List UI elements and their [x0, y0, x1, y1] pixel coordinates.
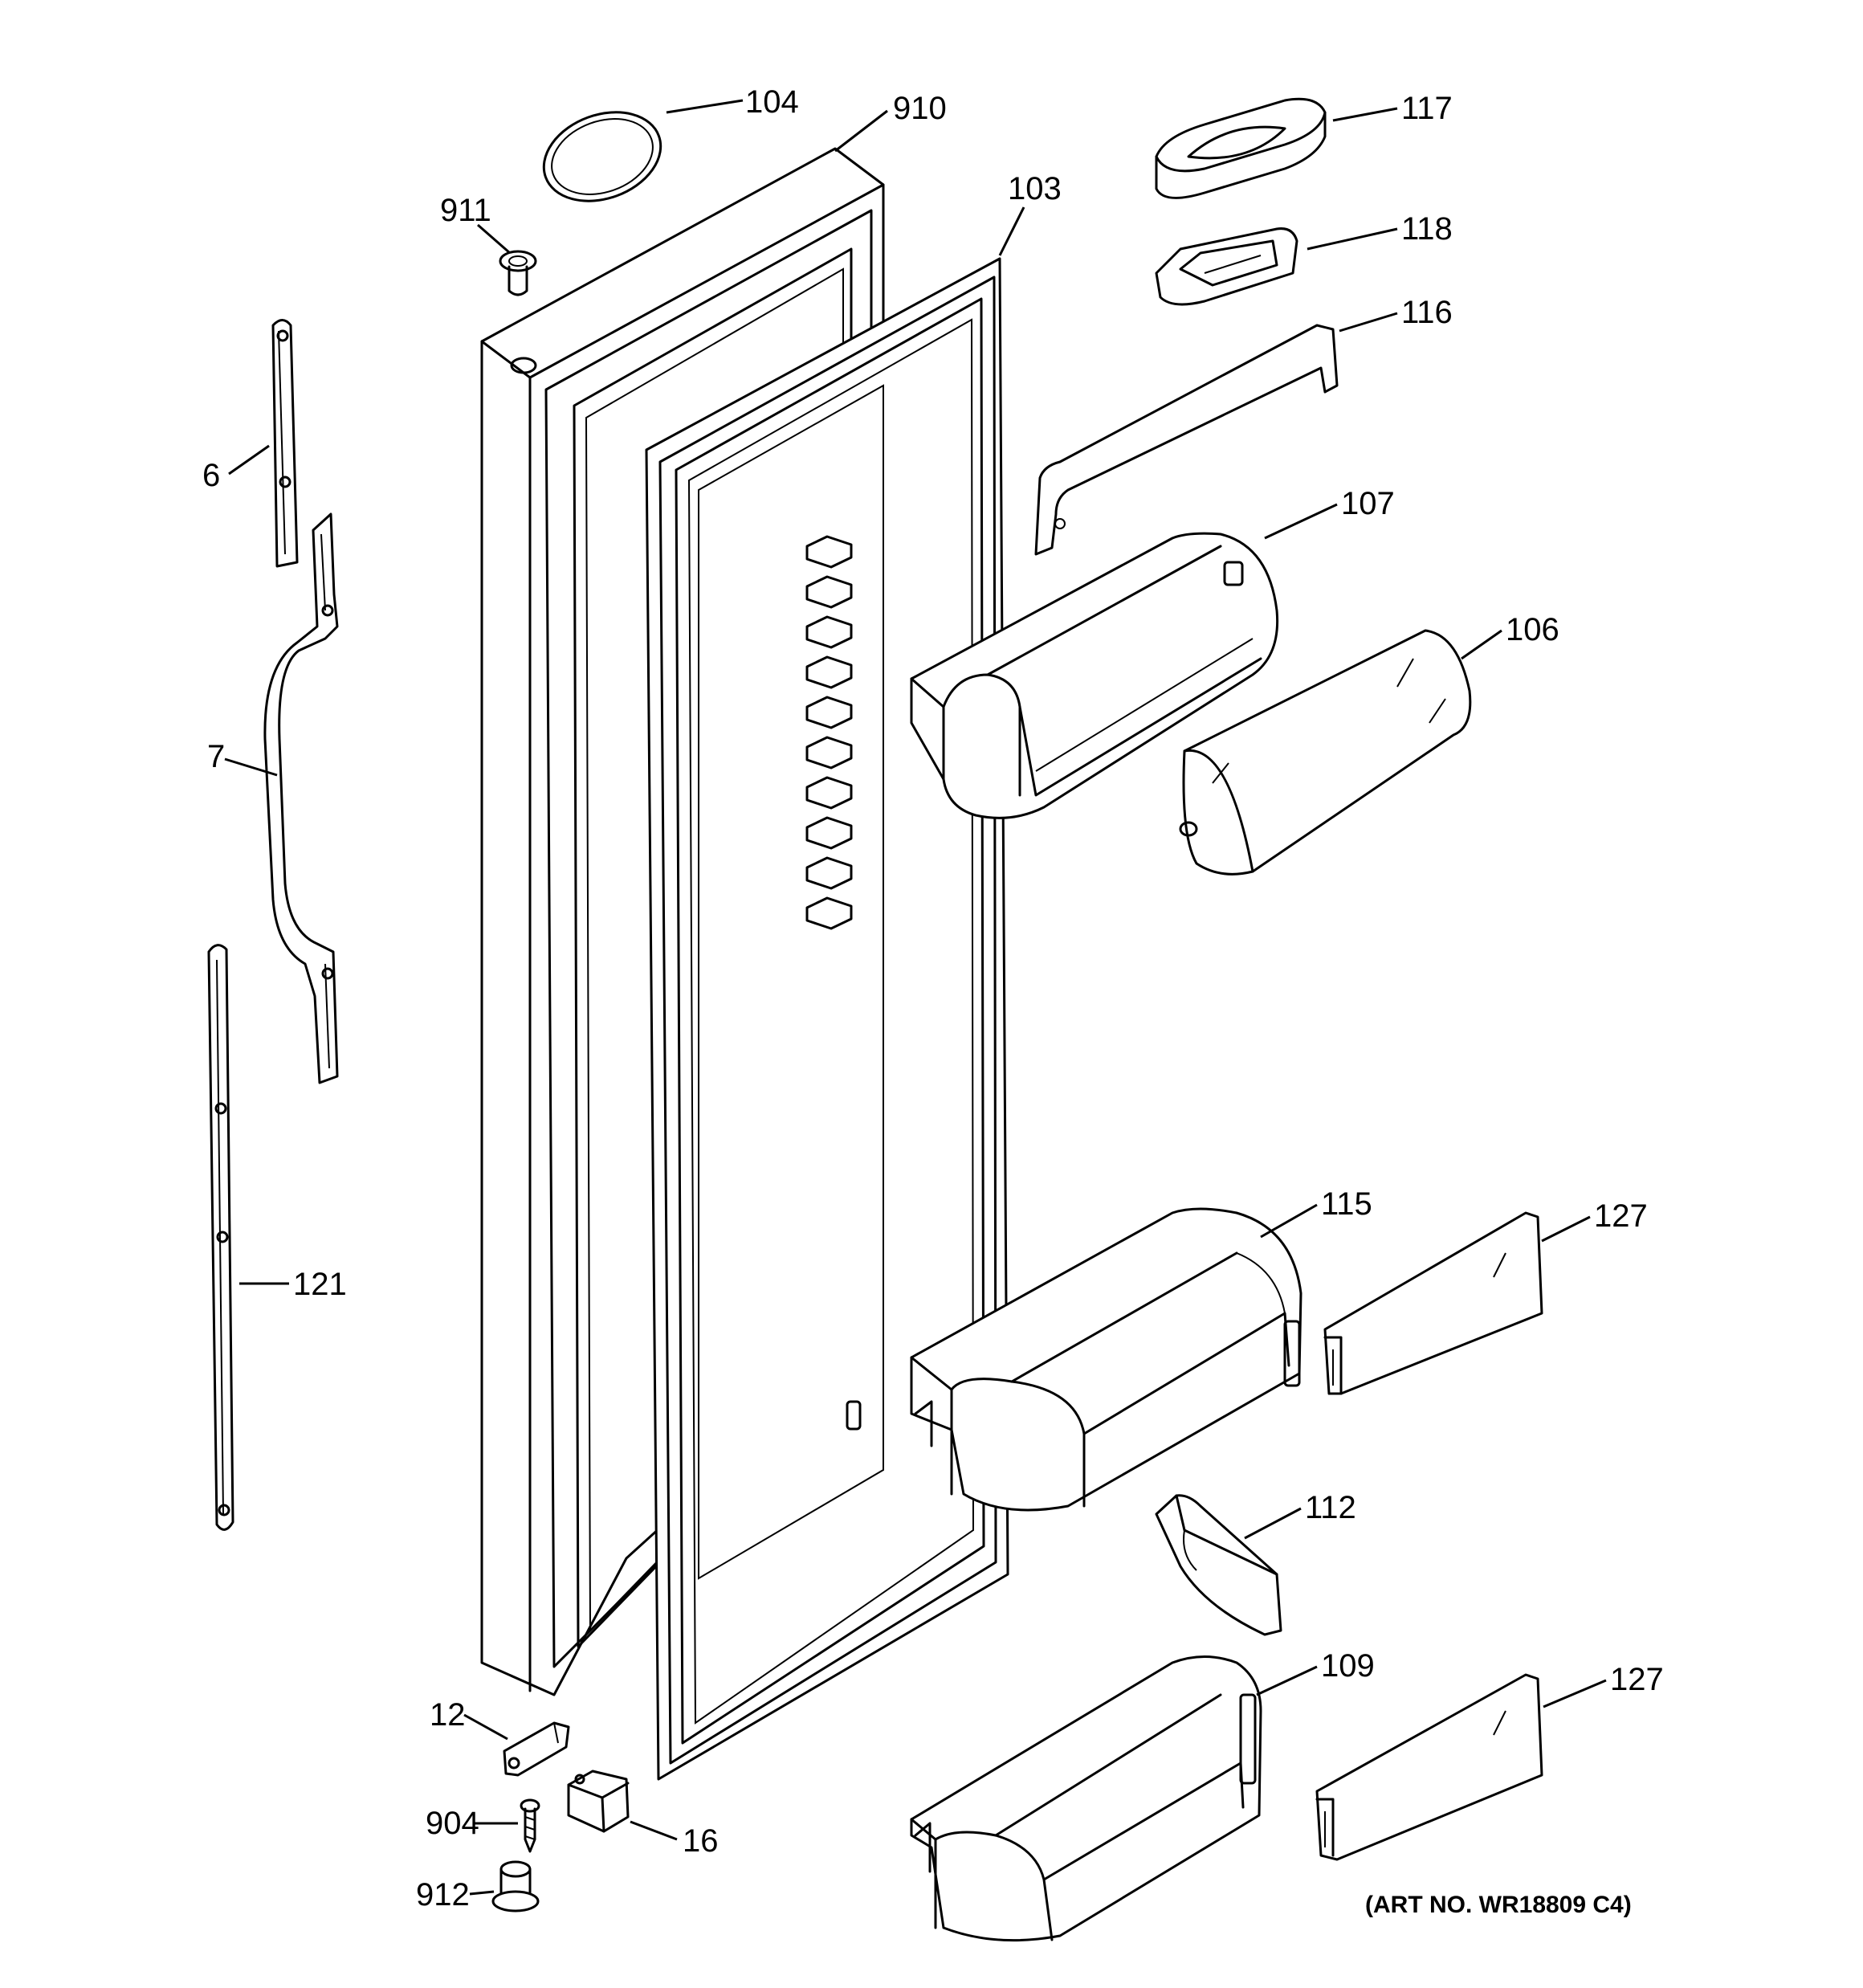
part-6-trim-upper [271, 319, 299, 568]
part-106-bin-cover [1179, 629, 1472, 876]
part-912-bushing [491, 1860, 540, 1912]
part-7-handle [263, 512, 339, 1084]
part-904-screw [520, 1798, 540, 1853]
part-109-door-bin [910, 1655, 1262, 1942]
label-6: 6 [202, 458, 220, 493]
part-104-oval-cap [542, 111, 662, 202]
part-127-divider-lower [1315, 1673, 1543, 1861]
label-112: 112 [1305, 1490, 1356, 1525]
part-16-hinge-bracket [567, 1770, 630, 1833]
label-103: 103 [1008, 171, 1062, 206]
part-103-gasket [645, 257, 1009, 1781]
label-127-upper: 127 [1594, 1198, 1648, 1234]
label-912: 912 [416, 1877, 470, 1912]
part-112-clip [1155, 1494, 1282, 1636]
label-12: 12 [430, 1697, 466, 1733]
part-12-hinge-plate [503, 1721, 570, 1777]
part-115-door-bin [910, 1207, 1302, 1512]
part-117-dairy-cover [1155, 97, 1327, 199]
label-7: 7 [207, 739, 225, 774]
part-127-divider-upper [1323, 1211, 1543, 1395]
label-116: 116 [1401, 295, 1453, 330]
label-115: 115 [1321, 1186, 1372, 1222]
part-116-retainer-bar [1034, 324, 1339, 556]
label-118: 118 [1401, 211, 1453, 247]
art-number: (ART NO. WR18809 C4) [1365, 1892, 1632, 1918]
part-107-door-bin [910, 532, 1279, 819]
label-106: 106 [1506, 612, 1559, 647]
part-911-bushing [499, 250, 537, 296]
part-labels: 104 910 911 103 117 118 116 6 7 107 106 … [202, 84, 1664, 1912]
label-104: 104 [745, 84, 799, 120]
shelf-support-ribs [805, 535, 853, 930]
label-16: 16 [683, 1823, 719, 1859]
label-107: 107 [1341, 486, 1395, 521]
label-127-lower: 127 [1610, 1662, 1664, 1697]
label-121: 121 [293, 1267, 347, 1302]
label-910: 910 [893, 91, 947, 126]
label-109: 109 [1321, 1648, 1375, 1684]
part-121-trim-lower [207, 944, 234, 1531]
part-118-dairy-tray [1155, 227, 1298, 306]
label-904: 904 [426, 1806, 479, 1841]
label-117: 117 [1401, 91, 1453, 126]
label-911: 911 [440, 193, 491, 228]
leader-lines [224, 99, 1607, 1896]
